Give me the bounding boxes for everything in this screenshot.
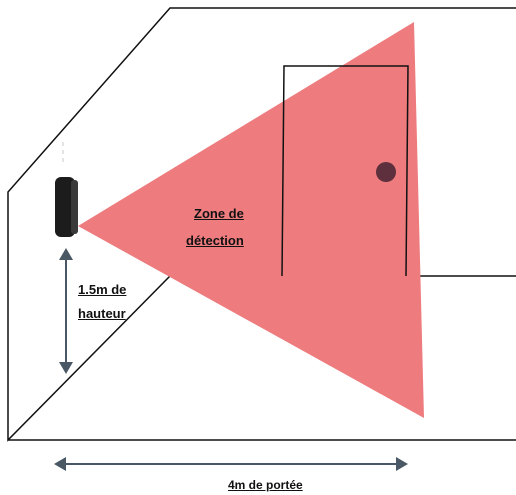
- detection-zone-cone: [78, 22, 424, 418]
- door: [281, 65, 409, 277]
- detection-zone-label-line2: détection: [186, 233, 244, 248]
- range-arrow: [54, 457, 408, 471]
- height-label-line1: 1.5m de: [78, 282, 127, 297]
- height-label-line2: hauteur: [78, 306, 126, 321]
- height-arrow: [59, 248, 73, 374]
- detection-zone-label-line1: Zone de: [194, 206, 244, 221]
- motion-sensor-icon: [55, 142, 78, 237]
- door-frame: [281, 65, 409, 277]
- range-label: 4m de portée: [228, 478, 303, 492]
- door-handle-icon: [376, 162, 396, 182]
